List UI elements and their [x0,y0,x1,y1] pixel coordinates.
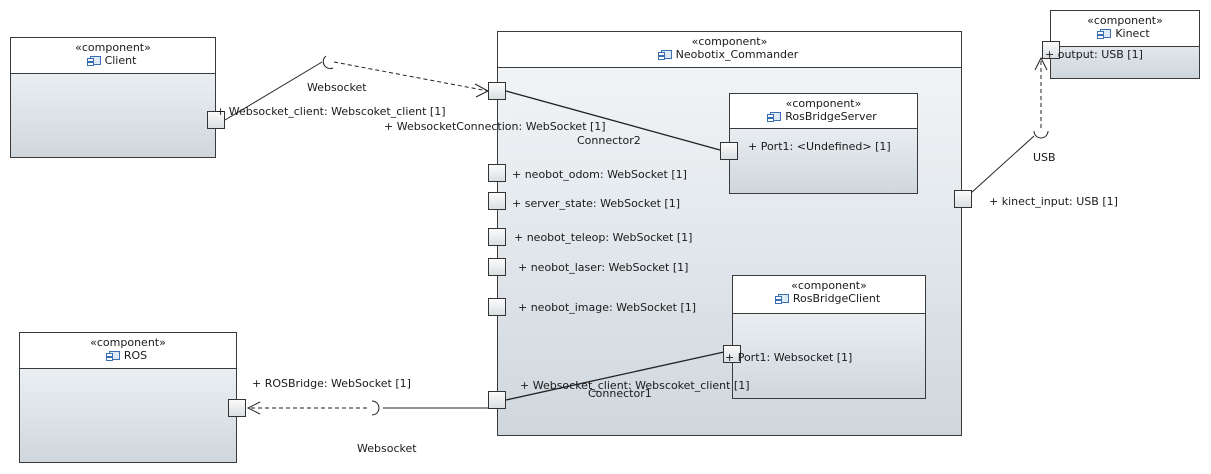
client-port1-label: + Port1: Websocket [1] [725,351,853,364]
arrowhead [246,401,261,415]
kinect-component[interactable]: «component» Kinect [1050,10,1200,79]
rosbridge-server-header: «component» RosBridgeServer [730,94,917,129]
commander-name: Neobotix_Commander [675,48,799,61]
websocket-bottom-label: Websocket [357,442,417,455]
component-icon [105,351,120,361]
commander-websocket-client-label: + Websocket_client: Webscoket_client [1] [520,379,750,392]
rosbridge-server-name: RosBridgeServer [785,110,877,123]
kinect-header: «component» Kinect [1051,11,1199,47]
rosbridge-server-component[interactable]: «component» RosBridgeServer [729,93,918,194]
ros-component[interactable]: «component» ROS [19,332,237,463]
component-icon [86,56,101,66]
commander-header: «component» Neobotix_Commander [498,32,961,68]
kinect-input-port[interactable] [954,190,972,208]
component-icon [657,50,672,60]
client-websocket-line [224,61,323,121]
server-state-port[interactable] [488,192,506,210]
websocket-connection-label: + WebsocketConnection: WebSocket [1] [384,120,606,133]
commander-stereotype: «component» [691,35,768,48]
kinect-output-port[interactable] [1042,41,1060,59]
kinect-output-label: + output: USB [1] [1045,48,1143,61]
kinect-input-usb-line [970,135,1035,194]
usb-label: USB [1033,151,1056,164]
kinect-name: Kinect [1115,27,1150,40]
usb-socket [1033,130,1049,139]
neobot-teleop-port[interactable] [488,228,506,246]
connector1-label: Connector1 [588,387,652,400]
client-stereotype: «component» [75,41,151,54]
websocket-bottom-socket [371,400,380,416]
arrowhead [1034,56,1048,71]
ros-bridge-label: + ROSBridge: WebSocket [1] [252,377,411,390]
kinect-input-label: + kinect_input: USB [1] [989,195,1118,208]
ros-header: «component» ROS [20,333,236,369]
websocket-top-label: Websocket [307,81,367,94]
server-port1-label: + Port1: <Undefined> [1] [748,140,891,153]
commander-websocket-connection-port[interactable] [488,82,506,100]
ros-stereotype: «component» [90,336,166,349]
rosbridge-client-port1[interactable] [723,345,741,363]
client-websocket-label: + Websocket_client: Webscoket_client [1] [216,105,446,118]
rosbridge-client-stereotype: «component» [791,279,867,292]
rosbridge-client-header: «component» RosBridgeClient [733,276,925,314]
neobot-image-port[interactable] [488,298,506,316]
client-header: «component» Client [11,38,215,74]
rosbridge-server-stereotype: «component» [785,97,862,110]
ros-bridge-port[interactable] [228,399,246,417]
client-name: Client [104,54,137,67]
neobot-odom-port[interactable] [488,164,506,182]
component-icon [774,294,789,304]
connector2-label: Connector2 [577,134,641,147]
rosbridge-server-port1[interactable] [720,142,738,160]
neobot-odom-label: + neobot_odom: WebSocket [1] [512,168,687,181]
neobot-teleop-label: + neobot_teleop: WebSocket [1] [514,231,693,244]
commander-websocket-client-port[interactable] [488,391,506,409]
kinect-stereotype: «component» [1087,14,1163,27]
component-icon [767,112,782,122]
client-component[interactable]: «component» Client [10,37,216,158]
connector2-line [505,90,721,151]
neobot-laser-label: + neobot_laser: WebSocket [1] [518,261,689,274]
component-icon [1097,29,1112,39]
websocket-top-dependency [333,61,489,92]
arrowhead [474,83,490,98]
rosbridge-client-name: RosBridgeClient [792,292,881,305]
neobot-image-label: + neobot_image: WebSocket [1] [518,301,697,314]
websocket-top-socket [322,55,334,70]
connector1-line [505,351,725,401]
rosbridge-client-component[interactable]: «component» RosBridgeClient [732,275,926,399]
ros-name: ROS [123,349,148,362]
client-websocket-port[interactable] [207,111,225,129]
neobot-laser-port[interactable] [488,258,506,276]
server-state-label: + server_state: WebSocket [1] [512,197,680,210]
